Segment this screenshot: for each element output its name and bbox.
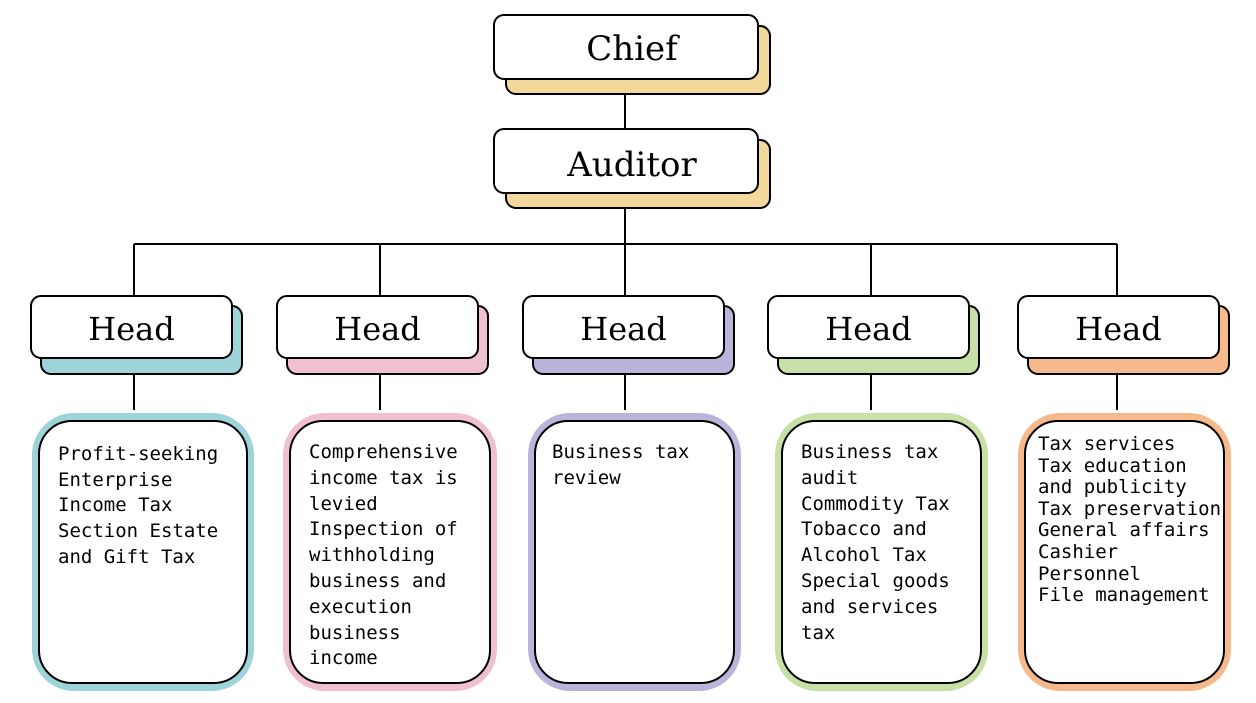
department-duties-box: Business tax review: [534, 420, 735, 684]
duty-line: execution: [309, 595, 412, 618]
head-label: Head: [825, 310, 911, 348]
connector-lines: [133, 94, 1118, 410]
head-node-1: Head: [30, 295, 243, 375]
duty-line: and publicity: [1038, 476, 1187, 499]
head-node-3: Head: [522, 295, 735, 375]
duty-line: Alcohol Tax: [801, 544, 927, 567]
duty-line: Business tax: [552, 441, 690, 463]
head-node-4: Head: [767, 295, 980, 375]
duty-line: Tax education: [1038, 454, 1187, 477]
head-label: Head: [1075, 310, 1161, 348]
duty-line: Enterprise: [58, 468, 173, 491]
chief-label: Chief: [586, 29, 680, 69]
duty-line: Tobacco and: [801, 518, 927, 541]
duty-line: Tax services: [1038, 433, 1176, 455]
duty-line: income: [309, 647, 378, 670]
duty-line: business and: [309, 569, 447, 592]
duty-line: withholding: [309, 544, 435, 567]
duty-line: levied: [309, 492, 378, 515]
head-node-box: [522, 295, 725, 359]
head-node-5: Head: [1017, 295, 1230, 375]
duty-line: Business tax: [801, 441, 939, 463]
head-nodes: Head Head Head Head Head: [30, 295, 1230, 375]
head-label: Head: [334, 310, 420, 348]
duty-line: Income Tax: [58, 494, 173, 517]
duty-line: Profit-seeking: [58, 443, 219, 465]
chief-node: Chief: [493, 14, 771, 95]
duty-line: General affairs: [1038, 519, 1210, 542]
auditor-label: Auditor: [566, 145, 697, 185]
auditor-node: Auditor: [493, 128, 771, 209]
duty-line: Special goods: [801, 569, 950, 592]
duty-line: Personnel: [1038, 562, 1141, 585]
head-node-box: [276, 295, 479, 359]
duty-line: audit: [801, 466, 859, 489]
head-node-box: [1017, 295, 1220, 359]
duty-line: Cashier: [1038, 540, 1119, 563]
duty-line: Inspection of: [309, 518, 458, 541]
duty-line: Section Estate: [58, 520, 219, 543]
duty-line: Comprehensive: [309, 441, 458, 463]
duty-line: and services: [801, 595, 939, 618]
department-duties-frame-3: Business tax review: [528, 413, 741, 691]
duty-line: tax: [801, 621, 836, 644]
head-node-box: [767, 295, 970, 359]
duty-line: Commodity Tax: [801, 492, 950, 515]
duty-line: File management: [1038, 584, 1210, 607]
duty-line: business: [309, 621, 401, 644]
duty-line: Tax preservation: [1038, 497, 1222, 520]
chief-node-box: [493, 14, 759, 80]
duty-line: income tax is: [309, 466, 458, 489]
duty-line: and Gift Tax: [58, 545, 196, 568]
head-node-2: Head: [276, 295, 489, 375]
head-label: Head: [580, 310, 666, 348]
head-label: Head: [88, 310, 174, 348]
auditor-node-box: [493, 128, 759, 194]
duty-line: review: [552, 466, 621, 489]
head-node-box: [30, 295, 233, 359]
